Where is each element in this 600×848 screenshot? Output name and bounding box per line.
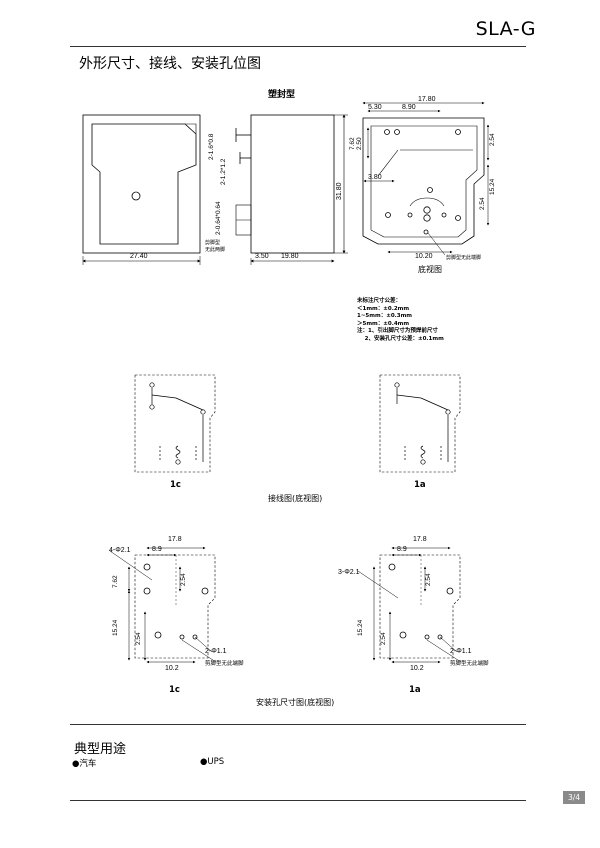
tolerance-line: 注：1、引出脚尺寸为预焊前尺寸 <box>357 328 438 335</box>
wiring-caption: 接线图(底视图) <box>268 494 323 503</box>
cut-pin-note-right: 剪脚型无此端脚 <box>446 254 481 261</box>
mount-right-small-holes: 2-Φ1.1 <box>450 648 472 655</box>
dim-pin-2: 2-1.2*1.2 <box>220 158 227 185</box>
dim-side-19-80: 19.80 <box>281 253 299 260</box>
mounting-caption: 安装孔尺寸图(底视图) <box>256 698 335 707</box>
cut-pin-note-left-1: 剪脚型 <box>205 239 220 246</box>
dim-2-50: 2.50 <box>356 137 363 150</box>
mount-right-17-8: 17.8 <box>413 536 427 543</box>
mount-left-note: 剪脚型无此端脚 <box>205 659 244 667</box>
mount-right-note: 剪脚型无此端脚 <box>450 659 489 667</box>
wiring-diagram-1a <box>379 374 461 473</box>
mount-left-10-2: 10.2 <box>165 665 179 672</box>
applications-title: 典型用途 <box>74 742 127 757</box>
tolerance-line: 未标注尺寸公差： <box>357 298 402 304</box>
mount-left-holes: 4-Φ2.1 <box>109 547 131 554</box>
mount-right-10-2: 10.2 <box>410 665 424 672</box>
wiring-diagram-1c-lines <box>149 382 206 465</box>
header-divider <box>70 46 526 47</box>
dim-pin-1: 2-1.6*0.8 <box>208 133 215 160</box>
mount-right-2-54b: 2.54 <box>380 632 387 645</box>
side-view: 31.80 3.50 19.80 2-1.6*0.8 2-1.2*1.2 2-0… <box>205 114 348 265</box>
wiring-diagram-1c <box>134 374 216 473</box>
dim-7-62: 7.62 <box>349 137 356 150</box>
dim-3-80: 3.80 <box>368 174 382 181</box>
mount-left-2-54b: 2.54 <box>135 632 142 645</box>
section-divider <box>70 724 526 725</box>
section-title: 外形尺寸、接线、安装孔位图 <box>79 56 261 72</box>
footer-divider <box>70 800 526 801</box>
bottom-view: 17.80 5.30 8.90 7.62 2.50 2.54 3.80 15.2… <box>349 96 496 261</box>
tolerance-line: ＜1mm：±0.2mm <box>357 305 410 312</box>
mounting-diagram-1c: 4-Φ2.1 17.8 8.9 7.62 2.54 15.24 2.54 2-Φ… <box>109 536 244 672</box>
mount-left-15-24: 15.24 <box>112 619 119 636</box>
mount-left-17-8: 17.8 <box>168 536 182 543</box>
sealed-type-label: 塑封型 <box>268 90 296 100</box>
dim-side-height: 31.80 <box>336 182 343 200</box>
tolerance-line: 1~5mm：±0.3mm <box>357 313 413 320</box>
page-number: 3/4 <box>563 791 585 804</box>
tolerance-line: ＞5mm：±0.4mm <box>357 320 410 327</box>
mount-left-small-holes: 2-Φ1.1 <box>205 648 227 655</box>
front-view: 27.40 <box>82 114 201 265</box>
dim-side-3-50: 3.50 <box>255 253 269 260</box>
mount-variant-1c: 1c <box>169 685 180 695</box>
model-name: SLA-G <box>475 18 536 40</box>
mounting-diagram-1a: 3-Φ2.1 17.8 8.9 2.54 15.24 2.54 2-Φ1.1 1… <box>338 536 489 672</box>
mount-right-15-24: 15.24 <box>357 619 364 636</box>
mount-left-2-54a: 2.54 <box>180 573 187 586</box>
mount-variant-1a: 1a <box>409 685 421 695</box>
dim-17-80: 17.80 <box>418 96 436 103</box>
wiring-variant-1c: 1c <box>170 480 181 490</box>
mount-right-2-54a: 2.54 <box>425 573 432 586</box>
application-item-auto: ●汽车 <box>72 759 97 769</box>
mount-right-8-9: 8.9 <box>397 546 407 553</box>
wiring-variant-1a: 1a <box>414 480 426 490</box>
dim-front-width: 27.40 <box>130 253 148 260</box>
dim-2-54a: 2.54 <box>489 133 496 146</box>
dim-5-30: 5.30 <box>368 104 382 111</box>
dim-10-20: 10.20 <box>415 253 433 260</box>
wiring-diagram-1a-lines <box>394 382 451 465</box>
dim-15-24: 15.24 <box>489 178 496 195</box>
bottom-view-label: 底视图 <box>418 265 442 274</box>
application-item-ups: ●UPS <box>200 757 225 767</box>
tolerance-line: 2、安装孔尺寸公差：±0.1mm <box>357 335 444 342</box>
mount-left-8-9: 8.9 <box>152 546 162 553</box>
cut-pin-note-left-2: 无此两脚 <box>205 246 225 253</box>
mount-right-holes: 3-Φ2.1 <box>338 569 360 576</box>
mount-left-7-62: 7.62 <box>112 575 119 588</box>
dim-pin-3: 2-0.64*0.64 <box>215 201 222 235</box>
dim-8-90: 8.90 <box>402 104 416 111</box>
dim-2-54b: 2.54 <box>479 197 486 210</box>
